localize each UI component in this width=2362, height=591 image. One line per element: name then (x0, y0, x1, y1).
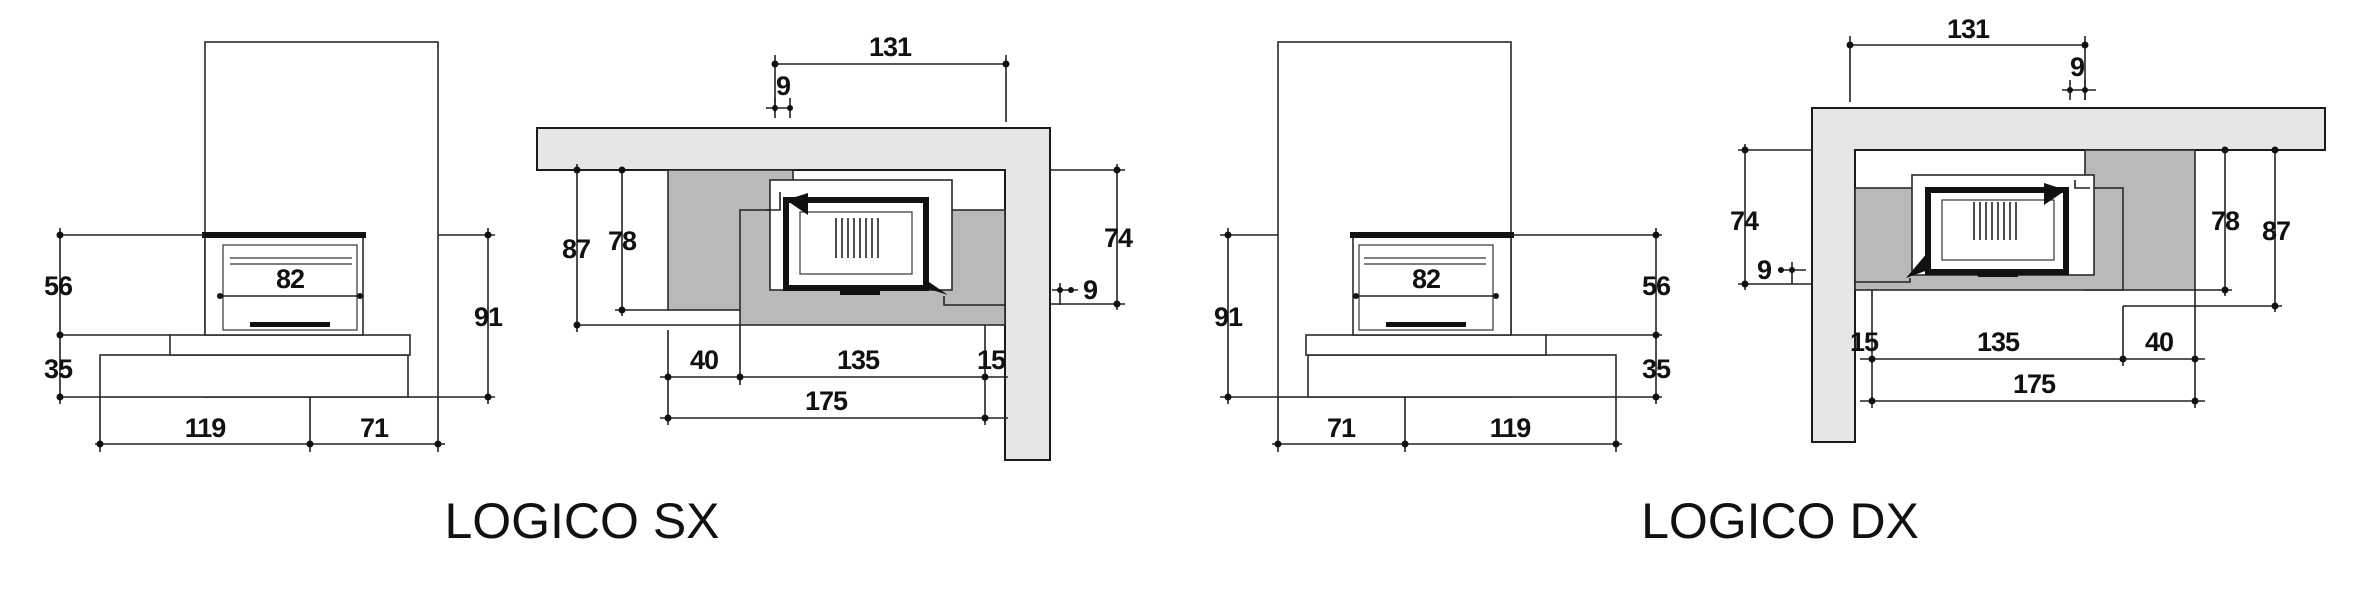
dx-corner-wall (1811, 107, 2326, 443)
sx-dim-top-131: 131 (869, 32, 912, 62)
sx-base-plinth (99, 354, 409, 398)
dx-grate (1386, 322, 1466, 327)
sx-caption: LOGICO SX (444, 493, 719, 549)
dx-dim-side-74: 74 (1730, 206, 1759, 236)
dx-dim-depth-87: 87 (2262, 216, 2290, 246)
sx-corner-wall (536, 127, 1051, 461)
sx-dim-height-top: 56 (44, 271, 73, 301)
dx-stove-body (1925, 187, 2069, 275)
sx-firebox-glass (222, 244, 358, 331)
dx-dim-width-side: 71 (1327, 413, 1356, 443)
sx-plan-view: 131 9 87 78 74 9 40 135 15 (536, 32, 1134, 461)
sx-dim-width-main: 119 (185, 413, 227, 443)
dx-dim-bottom-40: 40 (2145, 327, 2173, 357)
sx-dim-bottom-15: 15 (977, 345, 1006, 375)
dx-firebox-glass (1358, 244, 1494, 331)
sx-hearth-shelf (169, 334, 411, 356)
sx-dim-firebox-width: 82 (276, 264, 304, 294)
sx-dim-bottom-175: 175 (805, 386, 848, 416)
dx-hearth-shelf (1305, 334, 1547, 356)
dx-dim-notch-9: 9 (2070, 52, 2085, 82)
sx-dim-height-base: 35 (44, 354, 73, 384)
dx-stove-grille (1973, 202, 2017, 240)
sx-stove-grille (835, 218, 879, 258)
sx-front-elevation: 82 56 35 91 119 71 (44, 41, 504, 452)
sx-corner-mark-bottom (926, 280, 948, 295)
sx-dim-depth-87: 87 (562, 234, 590, 264)
sx-dim-notch-9: 9 (776, 71, 791, 101)
dx-dim-bottom-135: 135 (1977, 327, 2020, 357)
dx-dim-bottom-15: 15 (1850, 327, 1879, 357)
sx-dim-bottom-135: 135 (837, 345, 880, 375)
sx-stove-body (783, 197, 929, 291)
sx-corner-mark-top (786, 193, 808, 215)
dx-dim-side-9: 9 (1757, 255, 1772, 285)
dx-dim-width-main: 119 (1490, 413, 1532, 443)
dx-insert-top-bar (1350, 232, 1514, 238)
sx-insert-top-bar (202, 232, 366, 238)
dx-insert-frame (1352, 234, 1512, 336)
dx-dim-firebox-width: 82 (1412, 264, 1440, 294)
dx-corner-mark-top (2044, 183, 2066, 205)
sx-grate (250, 322, 330, 327)
sx-dim-side-9: 9 (1083, 275, 1098, 305)
dx-caption: LOGICO DX (1641, 493, 1919, 549)
dx-dim-height-base: 35 (1642, 354, 1671, 384)
dx-dim-height-top: 56 (1642, 271, 1671, 301)
sx-insert-frame (204, 234, 364, 336)
sx-dim-bottom-40: 40 (690, 345, 718, 375)
dx-base-plinth (1307, 354, 1617, 398)
sx-dim-depth-78: 78 (608, 226, 637, 256)
dx-dim-depth-78: 78 (2211, 206, 2240, 236)
sx-dim-side-74: 74 (1104, 223, 1133, 253)
sx-dim-width-side: 71 (360, 413, 389, 443)
dx-plan-view: 131 9 74 9 78 87 15 135 40 (1730, 14, 2326, 443)
dx-corner-mark-bottom (1906, 252, 1928, 278)
sx-dim-total-height: 91 (474, 302, 503, 332)
dx-front-elevation: 82 91 56 35 71 119 (1214, 41, 1672, 452)
dx-dim-total-height: 91 (1214, 302, 1243, 332)
dx-dim-bottom-175: 175 (2013, 369, 2056, 399)
dx-dim-top-131: 131 (1947, 14, 1990, 44)
